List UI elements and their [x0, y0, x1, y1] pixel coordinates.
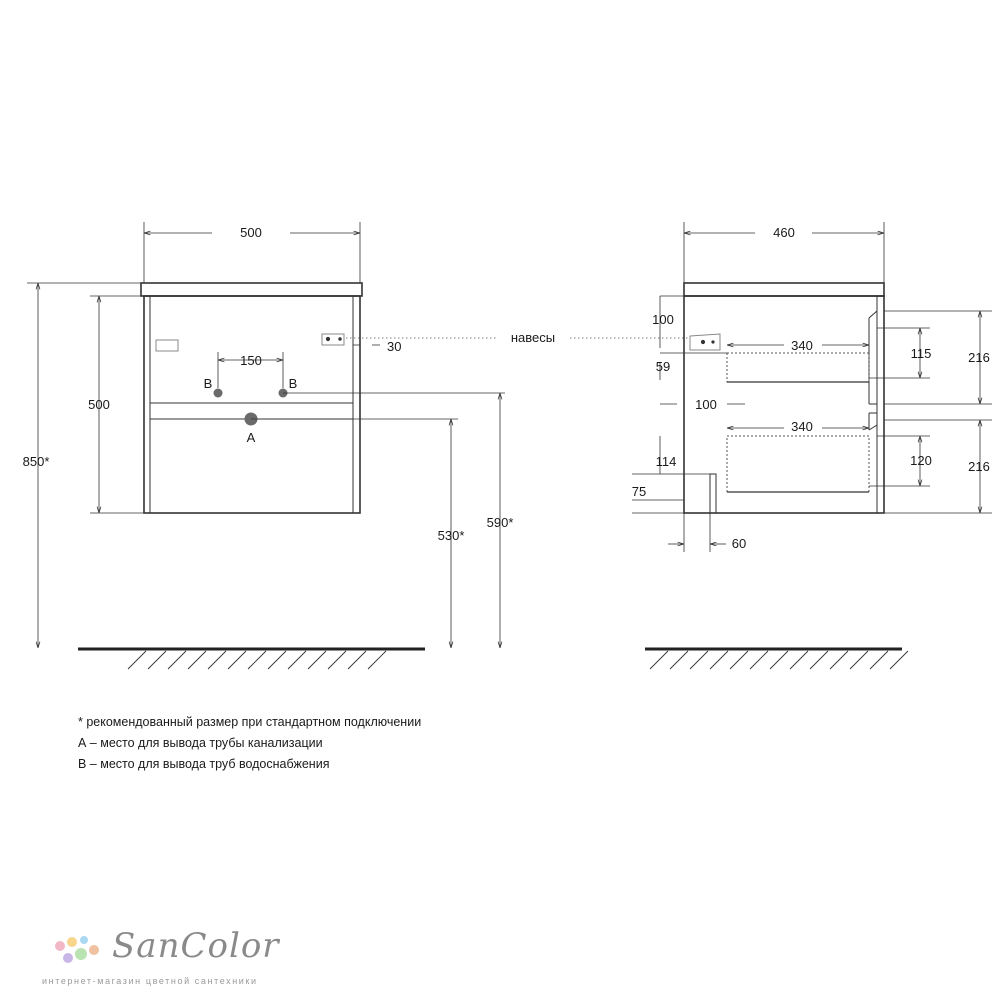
- upper-drawer-box: [726, 352, 870, 383]
- dim-bottom: 75: [632, 484, 646, 499]
- dim-lower-gap: 114: [656, 454, 677, 469]
- lower-drawer-box: [726, 435, 870, 493]
- hanger-bracket-right: [321, 333, 345, 346]
- logo-dot: [75, 948, 87, 960]
- dim-total-height: 850*: [23, 454, 50, 469]
- dim-upper-gap: 59: [656, 359, 670, 374]
- front-floor-hatch: [127, 650, 387, 670]
- dim-upper-inner: 115: [911, 346, 932, 361]
- note-drain: А – место для вывода трубы канализации: [78, 736, 323, 750]
- notes-block: * рекомендованный размер при стандартном…: [78, 712, 421, 775]
- front-countertop: [140, 282, 363, 297]
- side-floor-hatch: [649, 650, 909, 670]
- dim-middle-gap: 100: [695, 397, 717, 412]
- dim-lower-inner: 120: [910, 453, 932, 468]
- dim-lower-shelf-depth: 340: [791, 419, 813, 434]
- side-countertop: [683, 282, 885, 297]
- logo-dot: [89, 945, 99, 955]
- dim-side-depth: 460: [773, 225, 795, 240]
- hangers-callout: навесы: [346, 330, 690, 345]
- front-view: [27, 222, 505, 651]
- supply-hole-left: [213, 388, 223, 398]
- dim-upper-shelf-depth: 340: [791, 338, 813, 353]
- logo-tagline: интернет-магазин цветной сантехники: [42, 976, 258, 986]
- label-drain: A: [247, 430, 256, 445]
- hangers-label: навесы: [511, 330, 555, 345]
- side-cabinet-body: [683, 295, 885, 514]
- note-recommended: * рекомендованный размер при стандартном…: [78, 715, 422, 729]
- dim-lower-drawer: 216: [968, 459, 990, 474]
- dim-supply-height: 590*: [487, 515, 514, 530]
- hanger-bracket-left: [155, 339, 179, 352]
- front-cabinet-body: [143, 295, 361, 514]
- dim-pipe-spacing: 150: [240, 353, 262, 368]
- dim-offset: 30: [387, 339, 401, 354]
- label-supply-left: B: [204, 376, 213, 391]
- dim-front-width: 500: [240, 225, 262, 240]
- note-supply: В – место для вывода труб водоснабжения: [78, 757, 330, 771]
- side-hanger: [689, 333, 721, 351]
- logo-wordmark: SanColor: [112, 926, 280, 966]
- logo-dot: [67, 937, 77, 947]
- dim-upper-drawer: 216: [968, 350, 990, 365]
- logo-dot: [55, 941, 65, 951]
- dim-hanger-top: 100: [652, 312, 674, 327]
- sancolor-logo: SanColor интернет-магазин цветной сантех…: [42, 926, 302, 992]
- logo-dot: [80, 936, 88, 944]
- dim-plinth: 60: [732, 536, 746, 551]
- dim-body-height: 500: [88, 397, 110, 412]
- side-view: [632, 222, 992, 651]
- logo-dots-icon: [55, 936, 99, 963]
- label-supply-right: B: [289, 376, 298, 391]
- dim-drain-height: 530*: [438, 528, 465, 543]
- logo-dot: [63, 953, 73, 963]
